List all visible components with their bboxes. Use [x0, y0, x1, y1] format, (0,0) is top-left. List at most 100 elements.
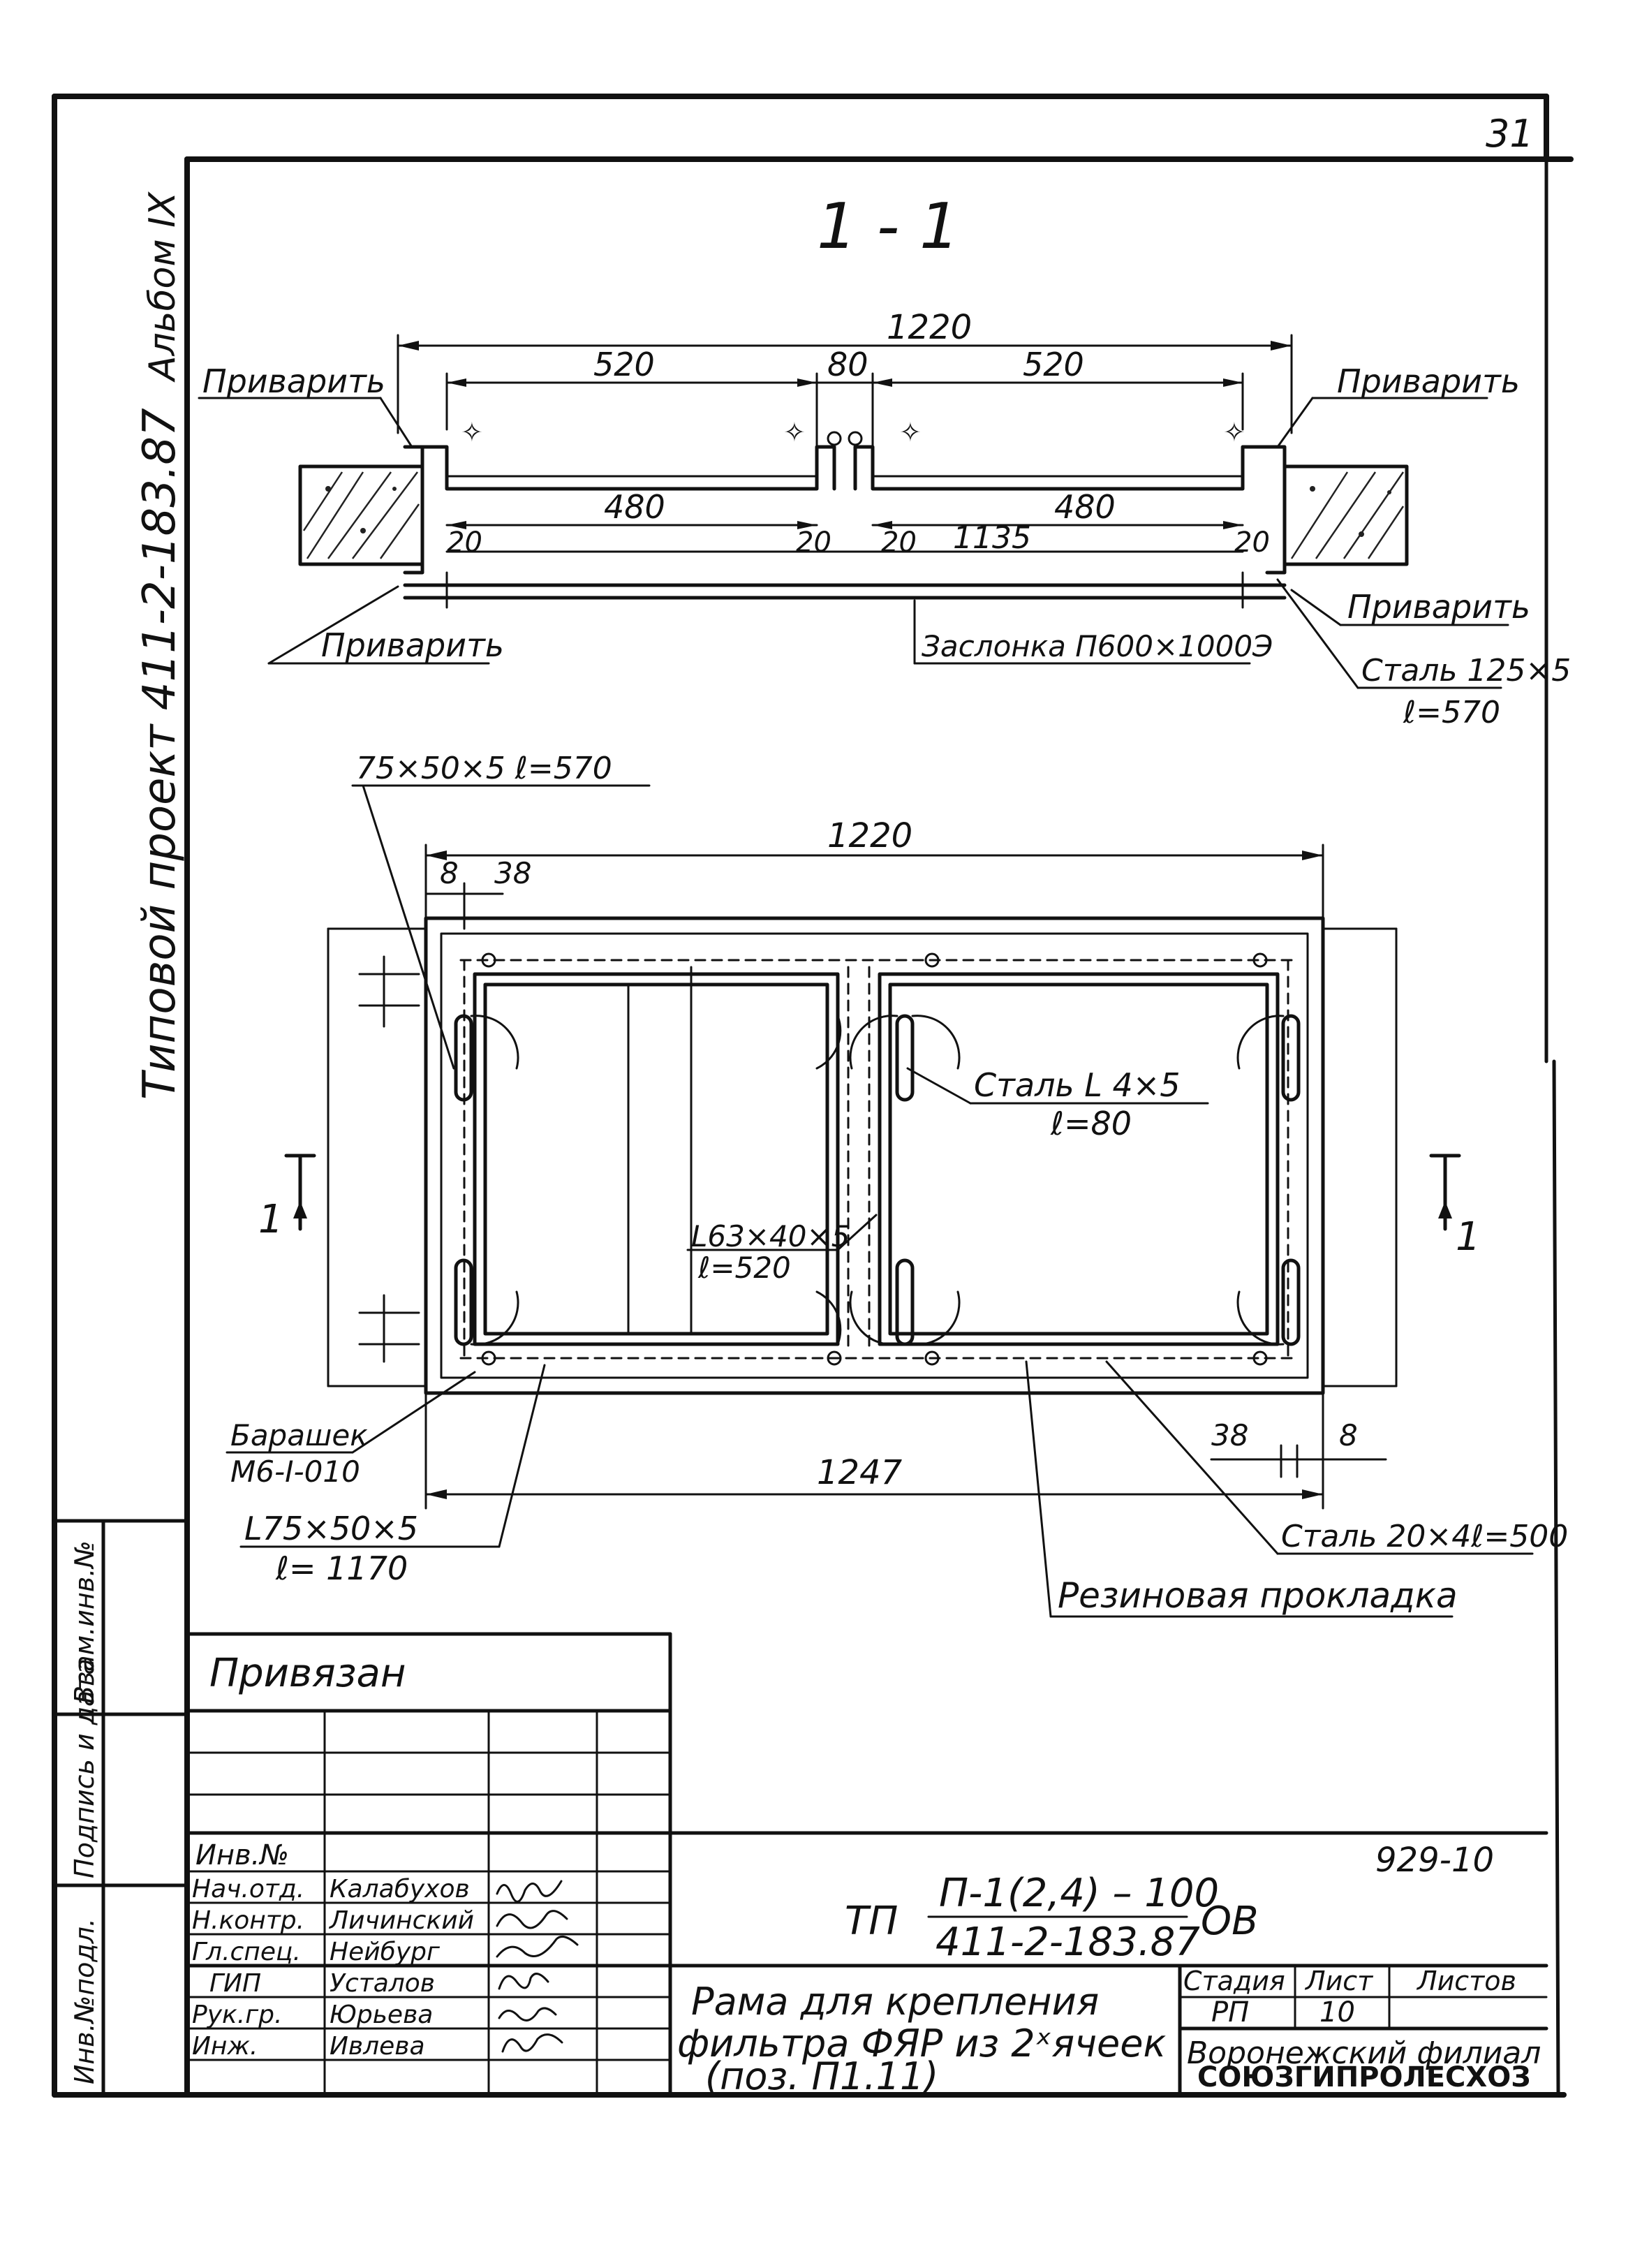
section-dim-1135: 1135 — [953, 520, 1031, 556]
plan-stal-l-leader — [906, 1067, 1209, 1105]
role-0: Нач.отд. — [192, 1875, 304, 1904]
section-dim-480-left: 480 — [604, 488, 665, 526]
plan-l75-line1: L75×50×5 — [244, 1510, 418, 1547]
name-1: Личинский — [328, 1906, 474, 1935]
sheet-frame — [52, 94, 1574, 2098]
plan-dim-1220 — [424, 844, 1324, 920]
org-line2: СОЮЗГИПРОЛЕСХОЗ — [1197, 2061, 1531, 2093]
name-5: Ивлева — [330, 2032, 425, 2061]
plan-dim-1220-label: 1220 — [827, 816, 912, 855]
section-dim-20-b: 20 — [796, 526, 831, 559]
section-dim-480-right: 480 — [1054, 488, 1116, 526]
designation-suffix: ОВ — [1201, 1899, 1259, 1944]
privarit-top-left: Приварить — [202, 362, 385, 400]
svg-text:✧: ✧ — [461, 417, 483, 448]
plan-dim-8-top: 8 — [440, 856, 459, 890]
plan-cut-mark-right: 1 — [1456, 1214, 1481, 1260]
privarit-bottom-right: Приварить — [1347, 588, 1530, 626]
role-4: Рук.гр. — [192, 2001, 282, 2029]
plan-l63-line1: L63×40×5 — [691, 1219, 850, 1253]
inv-no-label: Инв.№ — [195, 1839, 289, 1871]
plan-barashek-line2: M6-I-010 — [230, 1455, 360, 1489]
role-3: ГИП — [209, 1969, 261, 1998]
designation-numerator: П-1(2,4) – 100 — [939, 1871, 1219, 1916]
plan-l63-leader — [686, 1214, 878, 1251]
weld-symbols: ✧ ✧ ✧ ✧ — [461, 417, 1245, 448]
plan-dim-8-38-top — [424, 882, 504, 930]
plan-stal-l-line2: ℓ=80 — [1050, 1105, 1132, 1142]
name-0: Калабухов — [330, 1875, 470, 1904]
plan-dim-1247-label: 1247 — [817, 1453, 903, 1492]
role-2: Гл.спец. — [192, 1938, 301, 1966]
plan-barashek-leader — [225, 1371, 476, 1454]
title-block-grid — [185, 1632, 1548, 2097]
signature-rows: Нач.отд. Калабухов Н.контр. Личинский Гл… — [192, 1875, 474, 2061]
section-dim-520-left: 520 — [593, 346, 655, 383]
plan-callout-angle — [351, 784, 651, 1070]
stamp-vzam: Взам.инв.№ — [69, 1540, 100, 1704]
plan-l75-line2: ℓ= 1170 — [275, 1549, 408, 1587]
plan-dim-38-bottom: 38 — [1211, 1418, 1248, 1452]
svg-text:✧: ✧ — [1223, 417, 1245, 448]
left-stamp-column — [52, 1519, 189, 2097]
org-line1: Воронежский филиал — [1187, 2035, 1541, 2071]
signatures — [496, 1880, 579, 2053]
plan-clamps — [454, 1014, 1301, 1346]
description-line2: фильтра ФЯР из 2ˣячеек — [677, 2022, 1166, 2066]
section-dim-1220-label: 1220 — [887, 308, 972, 347]
plan-barashek-line1: Барашек — [230, 1418, 368, 1452]
wall-left — [298, 464, 424, 566]
plan-cut-marks — [284, 1154, 1461, 1231]
section-frame-profile — [403, 431, 1287, 609]
plan-cells — [459, 952, 1293, 1366]
role-1: Н.контр. — [192, 1906, 304, 1935]
plan-l75-leader — [239, 1364, 546, 1548]
sheets-label: Листов — [1416, 1966, 1516, 1996]
plan-stal-20-leader — [1105, 1360, 1534, 1555]
section-dim-1220 — [397, 334, 1293, 434]
section-dim-20-a: 20 — [447, 526, 482, 559]
name-4: Юрьева — [330, 2001, 433, 2029]
plan-stal-l-line1: Сталь L 4×5 — [974, 1066, 1181, 1104]
description-line3: (поз. П1.11) — [705, 2054, 938, 2098]
plan-callout-angle-label: 75×50×5 ℓ=570 — [356, 751, 612, 786]
plan-dim-38-top: 38 — [494, 856, 531, 890]
plan-rubber-leader — [1025, 1360, 1454, 1618]
stage-value: РП — [1211, 1996, 1249, 2028]
section-dim-20-d: 20 — [1234, 526, 1270, 559]
plan-cut-mark-left: 1 — [258, 1197, 283, 1242]
section-dim-520-right: 520 — [1023, 346, 1084, 383]
plan-l63-line2: ℓ=520 — [697, 1251, 791, 1285]
plan-dim-8-bottom: 8 — [1339, 1418, 1358, 1452]
description-line1: Рама для крепления — [691, 1980, 1099, 2024]
album-label: Альбом IX — [142, 191, 184, 383]
section-title: 1 - 1 — [817, 190, 959, 263]
project-label: Типовой проект 411-2-183.87 — [134, 408, 186, 1100]
section-dim-520-80-520 — [445, 372, 1244, 448]
section-leaders — [198, 397, 1509, 689]
stamp-inv: Инв.№подл. — [69, 1918, 100, 2084]
sheet-number: 31 — [1486, 112, 1534, 156]
plan-outer-frame — [327, 916, 1398, 1395]
sheet-label: Лист — [1304, 1966, 1374, 1996]
privarit-top-right: Приварить — [1337, 362, 1520, 400]
name-2: Нейбург — [330, 1938, 441, 1966]
role-5: Инж. — [192, 2032, 258, 2061]
designation-denominator: 411-2-183.87 — [936, 1920, 1200, 1965]
section-dim-80: 80 — [827, 346, 868, 383]
section-dims-480-1135 — [445, 521, 1244, 553]
section-dim-20-c: 20 — [881, 526, 917, 559]
zaslonka-label: Заслонка П600×1000Э — [922, 629, 1273, 663]
plan-stal-20-label: Сталь 20×4ℓ=500 — [1281, 1519, 1568, 1554]
privarit-bottom-left: Приварить — [321, 626, 504, 664]
plan-dim-1247 — [424, 1392, 1387, 1510]
designation-prefix: ТП — [845, 1899, 898, 1944]
stal-125-line2: ℓ=570 — [1403, 695, 1500, 730]
plan-rubber-label: Резиновая прокладка — [1058, 1575, 1458, 1616]
doc-code: 929-10 — [1375, 1841, 1494, 1880]
stal-125-line1: Сталь 125×5 — [1361, 653, 1571, 688]
sheet-value: 10 — [1319, 1996, 1355, 2028]
stage-label: Стадия — [1183, 1966, 1285, 1996]
privyazan-label: Привязан — [209, 1651, 406, 1696]
